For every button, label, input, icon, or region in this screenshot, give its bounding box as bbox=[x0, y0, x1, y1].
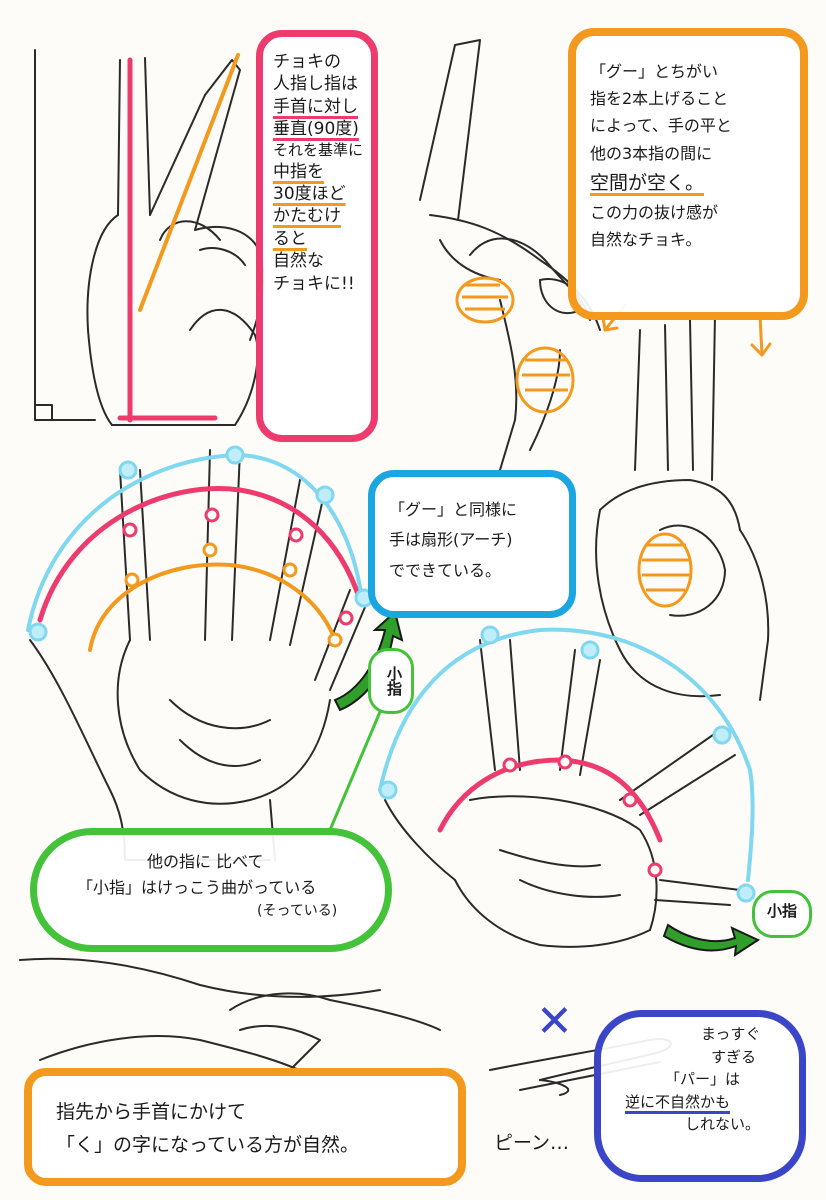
knuckle-dot bbox=[204, 507, 220, 523]
note-line: 「グー」と同様に bbox=[389, 500, 518, 519]
note-line: 人指し指は bbox=[273, 74, 358, 95]
note-wrist-curve: 指先から手首にかけて 「く」の字になっている方が自然。 bbox=[24, 1068, 466, 1186]
note-line: 「グー」とちがい bbox=[590, 62, 719, 81]
note-line: 「パー」は bbox=[665, 1070, 741, 1088]
note-line: 指先から手首にかけて bbox=[56, 1101, 247, 1123]
note-line: 手は扇形(アーチ) bbox=[389, 530, 513, 550]
pin-sound-text: ピーン… bbox=[494, 1128, 569, 1155]
note-line: 垂直(90度) bbox=[273, 119, 359, 140]
note-line: 中指を bbox=[273, 161, 324, 182]
side-hand-bent bbox=[19, 957, 441, 1076]
fingertip-dot bbox=[712, 725, 732, 745]
fingertip-dot bbox=[378, 780, 398, 800]
note-line: 指を2本上げること bbox=[590, 89, 729, 109]
note-line: 自然なチョキ。 bbox=[590, 230, 702, 250]
pin-sound-label: ピーン… bbox=[494, 1132, 570, 1154]
fingertip-dot bbox=[225, 445, 245, 465]
middle-finger-guide bbox=[138, 53, 240, 312]
fingertip-dot bbox=[315, 485, 335, 505]
knuckle-dot bbox=[647, 862, 663, 878]
note-too-straight: まっすぐ すぎる 「パー」は 逆に不自然かも しれない。 bbox=[594, 1010, 806, 1182]
pinky-bend-arrow-left bbox=[333, 610, 404, 712]
note-line: それを基準に bbox=[273, 140, 364, 159]
palm-space-hatch-top bbox=[455, 276, 515, 324]
joint-dot bbox=[282, 562, 298, 578]
note-fan-shape: 「グー」と同様に 手は扇形(アーチ) でできている。 bbox=[368, 470, 576, 618]
note-line: 他の3本指の間に bbox=[590, 143, 713, 163]
note-line: ると bbox=[273, 228, 307, 249]
knuckle-dot bbox=[338, 610, 354, 626]
note-line: 自然な bbox=[273, 251, 324, 272]
reference-frame-line bbox=[34, 49, 96, 421]
open-hand-palm bbox=[29, 449, 369, 861]
fingertip-dot bbox=[480, 625, 500, 645]
knuckle-dot bbox=[288, 527, 304, 543]
note-line: かたむけ bbox=[273, 206, 341, 227]
space-pointer-right bbox=[750, 313, 772, 357]
note-space: 「グー」とちがい 指を2本上げること によって、手の平と 他の3本指の間に 空間… bbox=[568, 28, 808, 320]
fingertip-dot bbox=[580, 640, 600, 660]
note-line: 他の指に 比べて bbox=[147, 852, 264, 871]
note-line: 「小指」はけっこう曲がっている bbox=[77, 877, 317, 897]
fingertip-dot bbox=[28, 622, 48, 642]
note-line: 空間が空く。 bbox=[590, 171, 705, 194]
fingertip-arc-right bbox=[378, 627, 755, 882]
peace-hand-front bbox=[86, 57, 265, 426]
note-line: 手首に対し bbox=[273, 96, 358, 117]
wrong-mark-icon: ✕ bbox=[536, 996, 573, 1047]
joint-dot bbox=[202, 542, 218, 558]
knuckle-arc-pink bbox=[37, 486, 363, 623]
palm-space-hatch-side bbox=[637, 532, 693, 608]
joint-dot bbox=[327, 632, 343, 648]
note-index-finger: チョキの 人指し指は 手首に対し 垂直(90度) それを基準に 中指を 30度ほ… bbox=[256, 30, 378, 442]
wrong-mark-text: ✕ bbox=[536, 996, 573, 1047]
palm-space-hatch-mid bbox=[515, 346, 575, 414]
note-line: まっすぐ bbox=[701, 1025, 761, 1043]
note-pinky-bend: 他の指に 比べて 「小指」はけっこう曲がっている (そっている) bbox=[30, 828, 392, 952]
pinky-label-right: 小指 bbox=[752, 890, 812, 938]
joint-dot bbox=[124, 572, 140, 588]
note-line: チョキに!! bbox=[273, 273, 355, 294]
note-line: この力の抜け感が bbox=[590, 203, 719, 223]
pinky-connector bbox=[328, 699, 387, 831]
pinky-label-right-text: 小指 bbox=[766, 902, 797, 920]
right-angle-mark bbox=[34, 404, 53, 421]
knuckle-dot bbox=[502, 757, 518, 773]
knuckle-dot bbox=[557, 754, 573, 770]
pinky-label-left: 小指 bbox=[368, 648, 414, 714]
knuckle-dot bbox=[622, 792, 638, 808]
note-line: でできている。 bbox=[389, 560, 502, 580]
note-line: チョキの bbox=[273, 52, 341, 72]
knuckle-arc-orange bbox=[88, 562, 337, 652]
fingertip-dot bbox=[736, 883, 756, 903]
peace-hand-side bbox=[595, 314, 770, 701]
note-line: によって、手の平と bbox=[590, 116, 732, 136]
open-hand-perspective bbox=[384, 639, 741, 948]
pinky-label-left-text: 小指 bbox=[385, 666, 403, 696]
fingertip-dot bbox=[118, 460, 138, 480]
note-line: 逆に不自然かも bbox=[625, 1092, 731, 1111]
note-line: すぎる bbox=[711, 1047, 757, 1066]
note-line: (そっている) bbox=[257, 903, 338, 920]
knuckle-dot bbox=[122, 522, 138, 538]
pinky-bend-arrow-right bbox=[662, 923, 761, 957]
note-line: しれない。 bbox=[685, 1115, 761, 1133]
note-line: 30度ほど bbox=[273, 183, 346, 204]
note-line: 「く」の字になっている方が自然。 bbox=[56, 1134, 360, 1157]
